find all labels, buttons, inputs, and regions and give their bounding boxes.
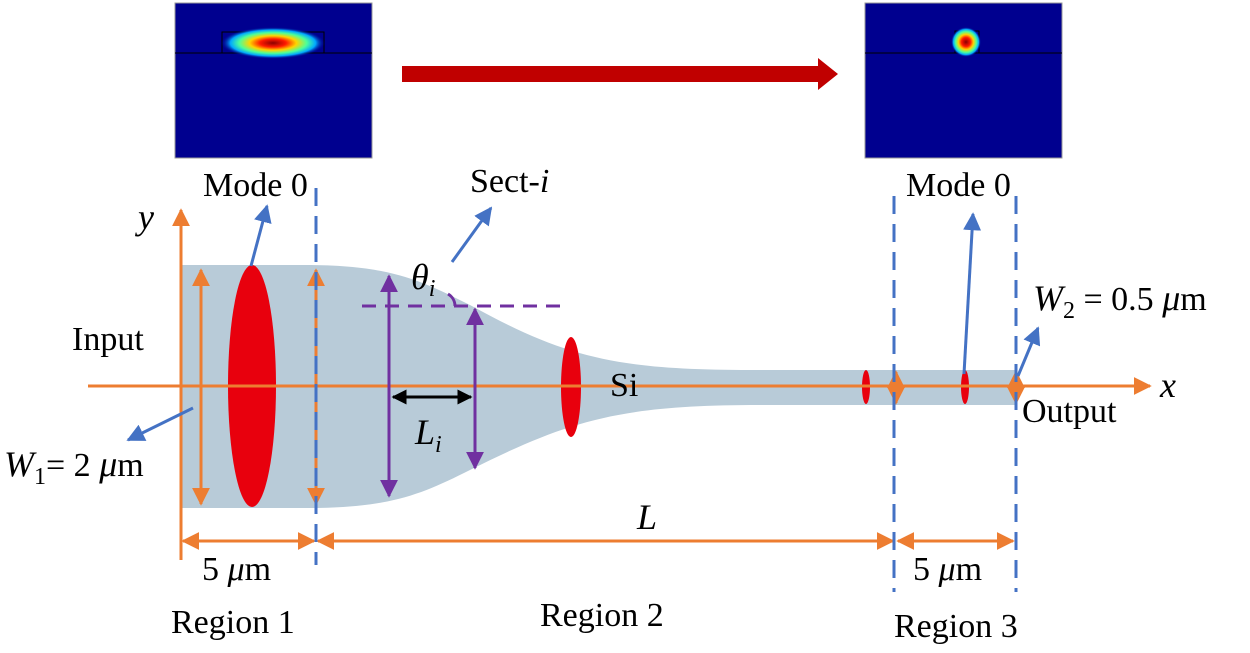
- w2-value: = 0.5: [1075, 281, 1162, 318]
- w1-unit: m: [117, 447, 143, 484]
- w1-symbol: W: [4, 444, 37, 484]
- len1-mu: μ: [227, 551, 245, 588]
- w1-label: W1= 2 μm: [4, 444, 144, 490]
- li-symbol: L: [414, 412, 435, 452]
- x-axis-label: x: [1159, 365, 1176, 405]
- theta-label: θi: [411, 257, 435, 302]
- theta-angle-arc: [447, 292, 457, 307]
- theta-subscript: i: [429, 276, 436, 302]
- region1-label: Region 1: [171, 604, 295, 641]
- mode-profile-input: [174, 2, 373, 159]
- l-total-label: L: [636, 497, 657, 537]
- mode-in-label: Mode 0: [203, 167, 308, 204]
- w1-mu: μ: [98, 444, 117, 484]
- pointer-mode-out: [962, 212, 982, 375]
- length-region3-label: 5 μm: [913, 551, 982, 588]
- conversion-arrow: [402, 58, 838, 90]
- theta-symbol: θ: [411, 257, 429, 297]
- region3-label: Region 3: [894, 608, 1018, 645]
- li-subscript: i: [435, 432, 442, 458]
- output-label: Output: [1022, 393, 1117, 430]
- len3-mu: μ: [938, 551, 956, 588]
- w1-subscript: 1: [34, 464, 46, 490]
- w1-value: = 2: [46, 447, 99, 484]
- si-label: Si: [610, 367, 638, 404]
- len3-unit: m: [956, 551, 982, 588]
- li-label: Li: [414, 412, 442, 458]
- len1-value: 5: [202, 551, 228, 588]
- w2-mu: μ: [1161, 278, 1180, 318]
- pointer-w2: [1016, 326, 1041, 377]
- len1-unit: m: [245, 551, 271, 588]
- sect-i-label: Sect-i: [470, 163, 549, 200]
- pointer-mode-in: [249, 204, 272, 267]
- input-label: Input: [72, 321, 144, 358]
- y-axis-label: y: [135, 197, 154, 237]
- mode-profile-output: [864, 2, 1063, 159]
- len3-value: 5: [913, 551, 939, 588]
- pointer-w1: [126, 406, 194, 442]
- w2-subscript: 2: [1063, 298, 1075, 324]
- w2-label: W2 = 0.5 μm: [1033, 278, 1207, 324]
- mode-out-label: Mode 0: [906, 167, 1011, 204]
- sect-prefix: Sect-: [470, 163, 540, 200]
- w2-symbol: W: [1033, 278, 1066, 318]
- w2-unit: m: [1180, 281, 1206, 318]
- pointer-sect-i: [450, 206, 493, 263]
- sect-index: i: [540, 163, 549, 200]
- region2-label: Region 2: [540, 597, 664, 634]
- length-region1-label: 5 μm: [202, 551, 271, 588]
